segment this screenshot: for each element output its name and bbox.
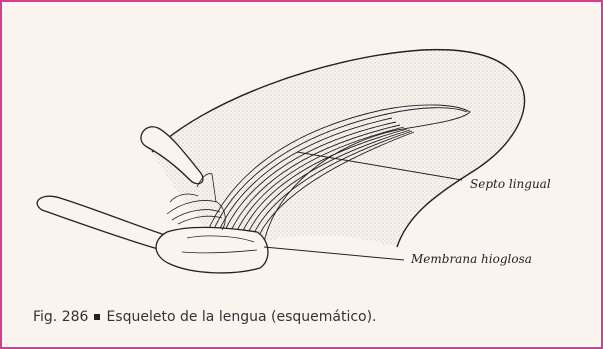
septo-lingual-label: Septo lingual (470, 177, 551, 191)
lingual-septum (201, 104, 471, 248)
membrana-hioglosa-label: Membrana hioglosa (411, 252, 532, 266)
figure-caption: Fig. 286 Esqueleto de la lengua (esquemát… (33, 309, 377, 325)
hyoglossal-membrane (166, 173, 226, 231)
figure-number: Fig. 286 (33, 309, 89, 325)
membrana-leader-line (263, 246, 405, 261)
tongue-skeleton-illustration (36, 48, 526, 274)
figure-caption-text: Esqueleto de la lengua (esquemático). (106, 309, 377, 325)
hyoid-bone (36, 126, 269, 274)
caption-separator-icon (94, 314, 101, 320)
septo-leader-line (296, 151, 463, 181)
